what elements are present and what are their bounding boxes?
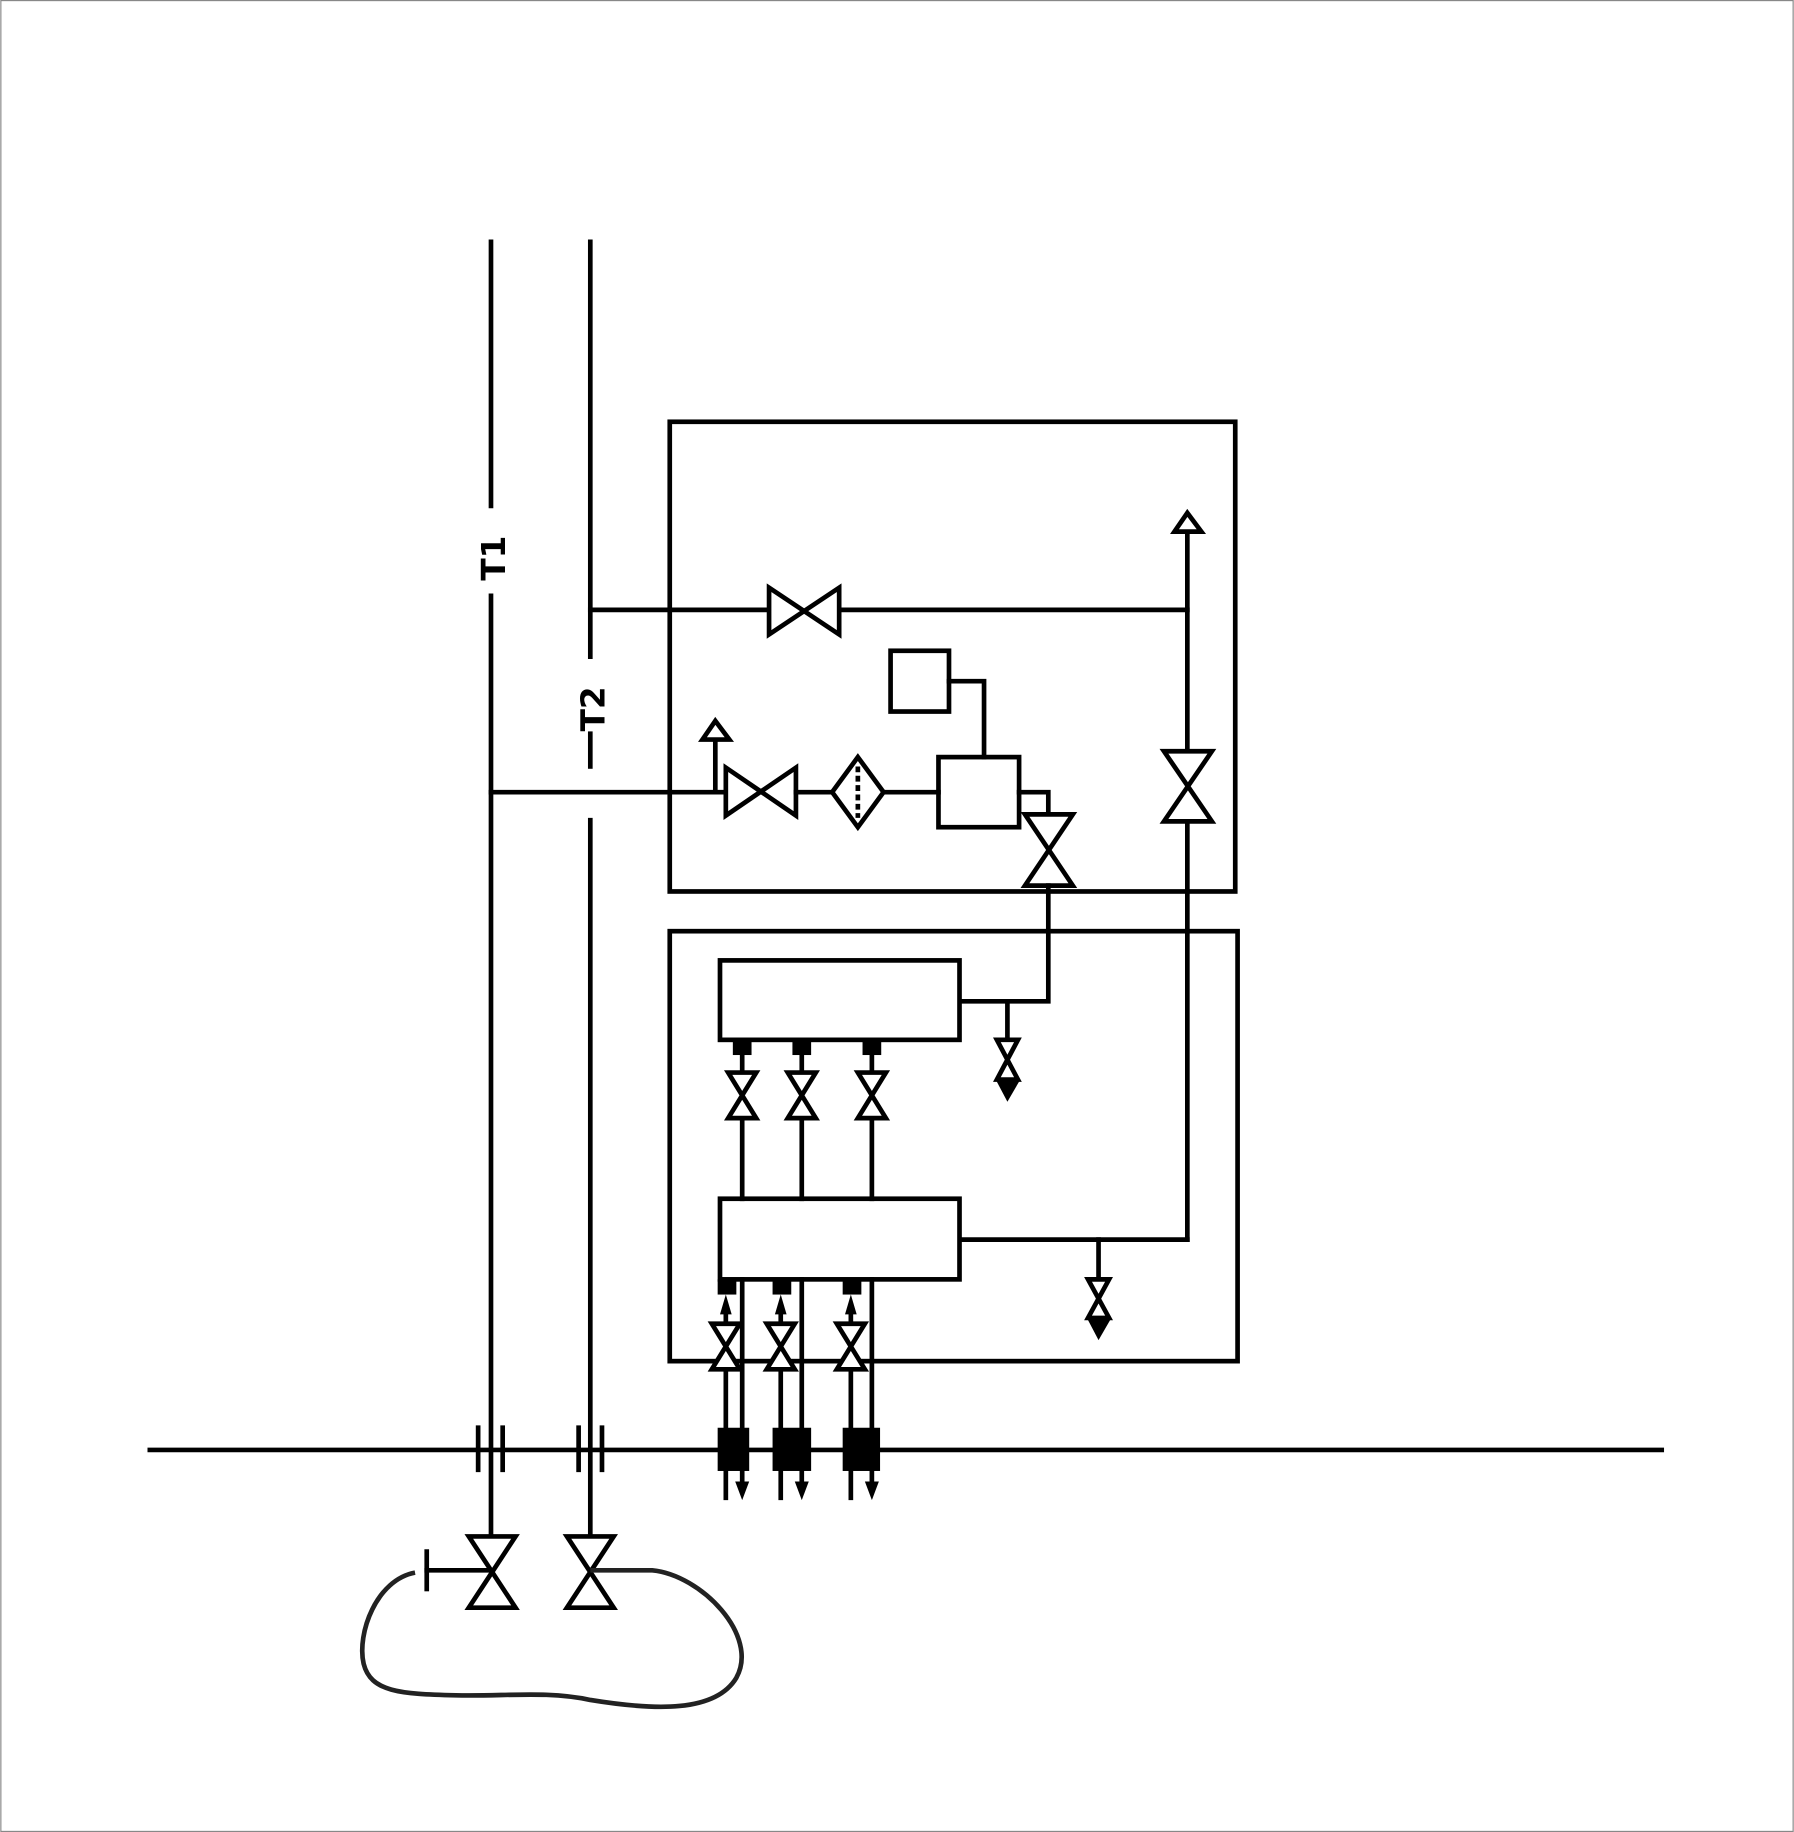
line-t1: T1 <box>475 239 513 1539</box>
gate-valve-icon[interactable] <box>762 1321 799 1372</box>
gate-valve-icon[interactable] <box>707 1321 745 1372</box>
outlet-arrow-icon <box>735 1481 750 1501</box>
upper-enclosure <box>667 419 1238 894</box>
gate-valve-icon[interactable] <box>783 1070 820 1121</box>
manifold-connection <box>723 1039 761 1202</box>
line-t2: T2 <box>574 239 612 1539</box>
valve-handle-icon[interactable] <box>424 1549 494 1592</box>
loop-line <box>360 1567 744 1710</box>
gate-valve-icon[interactable] <box>1159 748 1217 824</box>
t2-branch <box>587 508 1217 1242</box>
manifold-connection <box>783 1039 820 1202</box>
t1-branch <box>488 648 1078 1004</box>
vent-arrow-icon <box>1170 508 1207 534</box>
drain-arrow-icon <box>995 1079 1021 1102</box>
lower-enclosure <box>667 928 1240 1364</box>
filter-icon <box>829 753 887 832</box>
gate-valve-icon[interactable] <box>1020 812 1078 888</box>
upper-manifold <box>717 958 1022 1102</box>
flange-t2 <box>576 1425 605 1473</box>
gate-valve-icon[interactable] <box>766 583 842 639</box>
gate-valve-icon[interactable] <box>853 1070 891 1121</box>
gate-valve-icon[interactable] <box>723 1070 761 1121</box>
manifold-connection <box>853 1039 891 1202</box>
lower-manifold <box>717 1196 1113 1341</box>
label-t1: T1 <box>475 536 513 581</box>
gate-valve-icon[interactable] <box>832 1321 870 1372</box>
outlet-arrow-icon <box>864 1481 879 1501</box>
flange-t1 <box>475 1425 506 1473</box>
vent-arrow-icon <box>698 716 735 742</box>
drain-arrow-icon <box>1086 1317 1112 1341</box>
outlet-arrow-icon <box>794 1481 809 1501</box>
label-t2: T2 <box>574 686 612 731</box>
gate-valve-icon[interactable] <box>723 763 799 820</box>
